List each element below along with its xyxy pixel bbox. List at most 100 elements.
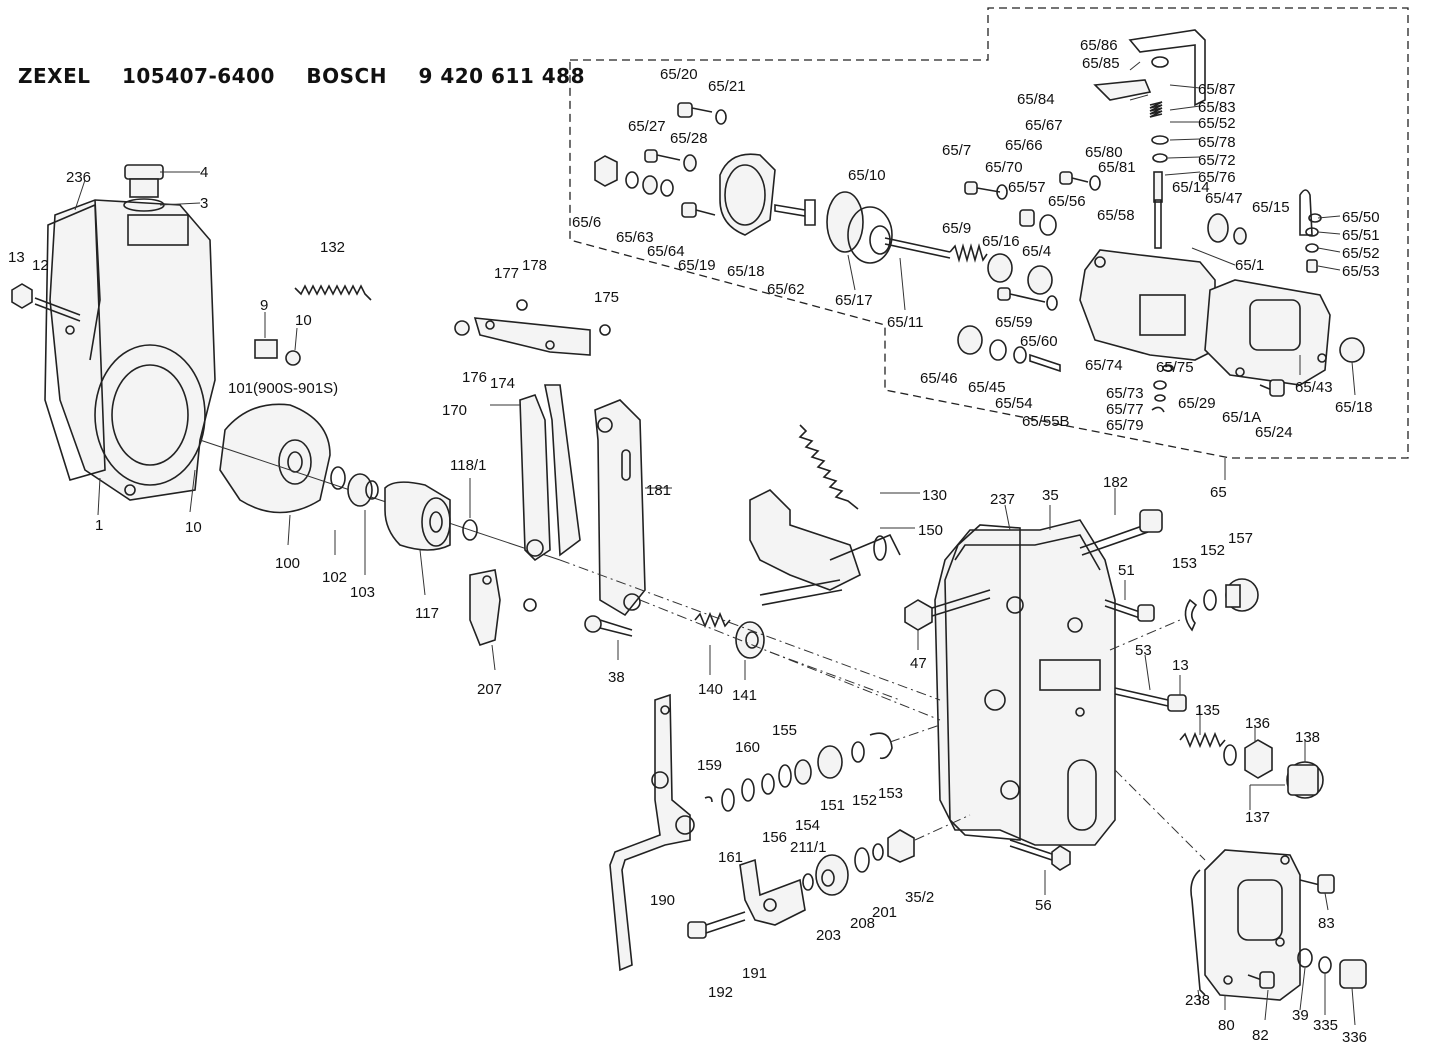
part-label-65-9: 65/9 [942,220,971,237]
ring-65-45 [989,339,1007,361]
washer-39 [1297,948,1313,968]
part-label-3: 3 [200,195,208,212]
spring-130 [798,424,859,510]
bolt-53 [1114,687,1187,712]
part-label-65-29: 65/29 [1178,395,1216,412]
part-label-154: 154 [795,817,820,834]
bolt-65-24 [1259,379,1285,397]
plug-65-46 [957,325,983,355]
spring-140 [694,611,731,629]
spring-65-9 [949,243,988,263]
part-label-161: 161 [718,849,743,866]
bolt-65-7 [964,181,1001,195]
screw-135 [1179,731,1226,749]
part-label-237: 237 [990,491,1015,508]
bolt-51 [1104,599,1155,622]
part-label-138: 138 [1295,729,1320,746]
part-label-65-1a: 65/1A [1222,409,1261,426]
housing-65-18 [719,153,776,236]
part-label-65-73: 65/73 [1106,385,1144,402]
part-label-117: 117 [415,605,439,622]
bolt-12 [11,283,81,322]
part-label-39: 39 [1292,1007,1309,1024]
part-label-65-59: 65/59 [995,314,1033,331]
part-label-65-52b: 65/52 [1342,245,1380,262]
part-label-101: 101(900S-901S) [228,380,338,397]
part-label-65-18b: 65/18 [1335,399,1373,416]
part-label-10a: 10 [295,312,312,329]
part-label-65-60: 65/60 [1020,333,1058,350]
part-labels: 134910101213133535/238394751535665808283… [8,37,1380,1046]
part-label-4: 4 [200,164,208,181]
bolt-56 [1009,839,1071,871]
assembly-65-boundary [569,7,1409,459]
part-label-160: 160 [735,739,760,756]
adjust-lever-190 [609,693,695,972]
nut-65-6 [594,155,618,187]
part-label-83: 83 [1318,915,1335,932]
part-label-10b: 10 [185,519,202,536]
part-label-157: 157 [1228,530,1253,547]
part-label-150: 150 [918,522,943,539]
part-label-65-85: 65/85 [1082,55,1120,72]
part-label-137: 137 [1245,809,1270,826]
washer-102 [330,466,346,490]
part-label-177: 177 [494,265,519,282]
washer-155 [778,764,792,788]
plug-4 [123,164,165,212]
part-label-35-2: 35/2 [905,889,934,906]
part-label-170: 170 [442,402,467,419]
sleeve-103 [347,473,379,507]
part-label-175: 175 [594,289,619,306]
cover-65-29 [1204,279,1331,386]
bolt-65-27 [644,149,681,163]
bolt-182 [1079,509,1163,556]
ring-156 [761,773,775,795]
bolt-65-20 [677,102,713,118]
cap-65-18 [1339,337,1365,363]
gasket-236 [44,203,106,481]
part-label-65-4: 65/4 [1022,243,1051,260]
part-label-65-20: 65/20 [660,66,698,83]
part-label-80: 80 [1218,1017,1235,1034]
screw-38 [584,615,633,637]
sleeve-65-4 [1027,265,1053,295]
part-label-178: 178 [522,257,547,274]
part-label-65-51: 65/51 [1342,227,1380,244]
part-label-65-56: 65/56 [1048,193,1086,210]
o-ring-238 [1190,869,1206,996]
part-label-181: 181 [646,482,671,499]
part-label-65-17: 65/17 [835,292,873,309]
part-label-65-70: 65/70 [985,159,1023,176]
clip-65-79 [1151,406,1165,413]
part-label-65-52a: 65/52 [1198,115,1236,132]
part-label-65-21: 65/21 [708,78,746,95]
clip-159 [704,796,713,803]
part-label-174: 174 [490,375,515,392]
part-label-65-57: 65/57 [1008,179,1046,196]
bolt-65-66 [1059,171,1089,185]
part-label-65-86: 65/86 [1080,37,1118,54]
part-label-13b: 13 [1172,657,1189,674]
ring-65-77 [1154,394,1166,402]
washer-335 [1318,956,1332,974]
screw-65-53 [1306,259,1318,273]
bolt-192 [687,911,746,939]
washer-118-1 [462,519,478,541]
link-174 [454,299,611,356]
part-label-65: 65 [1210,484,1227,501]
part-label-65-84: 65/84 [1017,91,1055,108]
part-label-13a: 13 [8,249,25,266]
governor-cover-35 [934,519,1116,846]
bolt-47 [904,589,991,631]
washer-65-78 [1151,135,1169,145]
fitting-35-2 [887,829,915,863]
part-label-38: 38 [608,669,625,686]
part-label-65-72: 65/72 [1198,152,1236,169]
part-label-65-74: 65/74 [1085,357,1123,374]
part-label-203: 203 [816,927,841,944]
part-label-152b: 152 [852,792,877,809]
part-label-65-58: 65/58 [1097,207,1135,224]
part-label-152a: 152 [1200,542,1225,559]
part-label-65-63: 65/63 [616,229,654,246]
